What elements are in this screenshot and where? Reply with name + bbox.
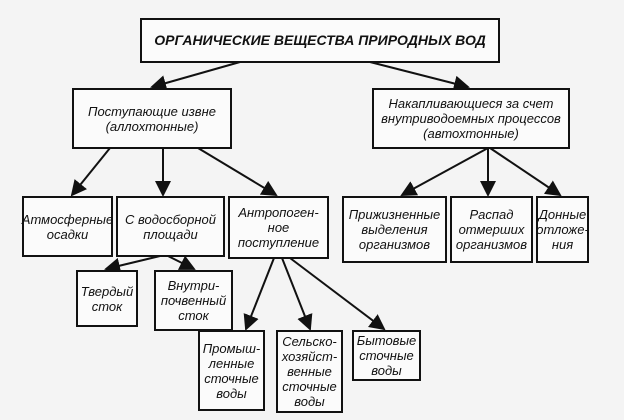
solid-runoff-box: Твердый сток: [76, 270, 138, 327]
root-box: ОРГАНИЧЕСКИЕ ВЕЩЕСТВА ПРИРОДНЫХ ВОД: [140, 18, 500, 63]
arrow: [489, 147, 562, 197]
autochthonous-box: Накапливающиеся за счет внутриводоемных …: [372, 88, 570, 149]
arrow: [243, 257, 275, 331]
catchment-box: С водосборной площади: [116, 196, 225, 257]
anthropogenic-box: Антропоген- ное поступление: [228, 196, 329, 259]
decay-box: Распад отмерших организмов: [450, 196, 533, 263]
arrow: [197, 147, 278, 197]
arrow: [167, 255, 196, 270]
arrow: [400, 147, 489, 196]
subsoil-runoff-box: Внутри- почвенный сток: [154, 270, 233, 331]
atmospheric-box: Атмосферные осадки: [22, 196, 113, 257]
industrial-wastewater-box: Промыш- ленные сточные воды: [198, 330, 265, 411]
arrow: [104, 255, 161, 274]
lifetime-secretions-box: Прижизненные выделения организмов: [342, 196, 447, 263]
allochthonous-box: Поступающие извне (аллохтонные): [72, 88, 232, 149]
agricultural-wastewater-box: Сельско- хозяйст- венные сточные воды: [276, 330, 343, 413]
arrow: [369, 61, 470, 92]
sediments-box: Донные отложе- ния: [536, 196, 589, 263]
domestic-wastewater-box: Бытовые сточные воды: [352, 330, 421, 381]
arrow: [289, 257, 386, 331]
arrow: [70, 147, 111, 197]
arrow: [150, 61, 241, 91]
arrow: [281, 257, 313, 331]
